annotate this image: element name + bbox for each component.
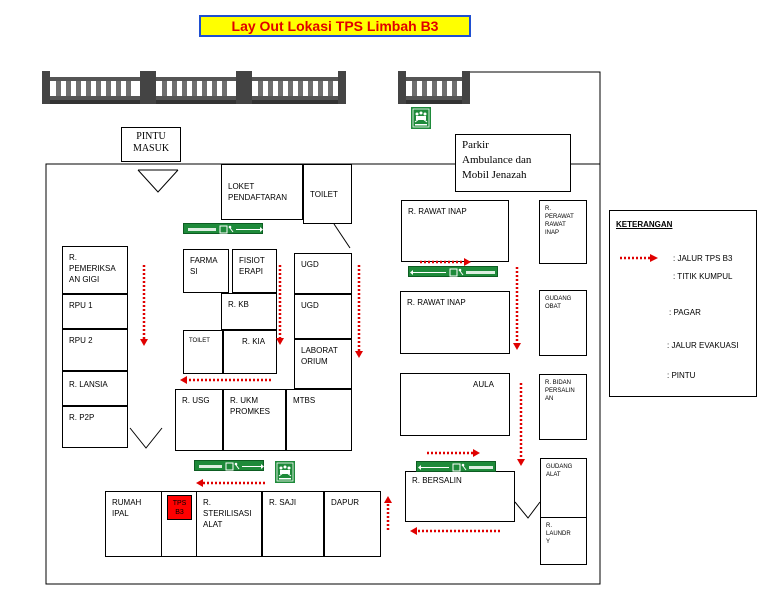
legend-jalur-tps: : JALUR TPS B3 xyxy=(673,254,733,263)
tps-arrow-8 xyxy=(427,449,480,457)
tps-arrow-3 xyxy=(355,265,363,358)
parkir-label: Parkir Ambulance dan Mobil Jenazah xyxy=(455,134,571,192)
fence-segment-2 xyxy=(148,71,244,104)
tps-arrow-1 xyxy=(140,265,148,346)
room-rpu-2: RPU 2 xyxy=(62,329,128,371)
tps-arrow-7 xyxy=(517,383,525,466)
legend-pagar: : PAGAR xyxy=(669,308,701,317)
fence-segment-4 xyxy=(398,71,470,104)
room-perawat-rawat-inap: R. PERAWAT RAWAT INAP xyxy=(539,200,587,264)
room-toilet-small: TOILET xyxy=(183,330,223,374)
room-rawat-inap-1: R. RAWAT INAP xyxy=(401,200,509,262)
room-kb: R. KB xyxy=(221,293,277,330)
room-bidan-persalinan: R. BIDAN PERSALIN AN xyxy=(539,374,587,440)
room-aula: AULA xyxy=(400,373,510,436)
tps-arrow-9 xyxy=(410,527,500,535)
room-mtbs: MTBS xyxy=(286,389,352,451)
room-gudang-obat: GUDANG OBAT xyxy=(539,290,587,356)
pintu-masuk-label: PINTU MASUK xyxy=(121,127,181,162)
evac-sign-2 xyxy=(408,266,498,277)
room-toilet-top: TOILET xyxy=(303,164,352,224)
evac-sign-1 xyxy=(183,223,263,234)
fence-segment-3 xyxy=(244,71,346,104)
room-farmasi: FARMA SI xyxy=(183,249,229,293)
assembly-point-icon-2 xyxy=(275,461,295,483)
room-ukm-promkes: R. UKM PROMKES xyxy=(223,389,286,451)
room-ugd-2: UGD xyxy=(294,294,352,339)
room-gudang-alat: GUDANG ALAT xyxy=(540,458,587,518)
room-p2p: R. P2P xyxy=(62,406,128,448)
tps-arrow-5 xyxy=(420,258,471,266)
room-sterilisasi-alat: R. STERILISASI ALAT xyxy=(196,491,262,557)
legend-titik-kumpul: : TITIK KUMPUL xyxy=(673,272,733,281)
room-usg: R. USG xyxy=(175,389,223,451)
room-lansia: R. LANSIA xyxy=(62,371,128,406)
evac-sign-4 xyxy=(416,461,496,472)
legend-jalur-evakuasi: : JALUR EVAKUASI xyxy=(667,341,739,350)
room-rpu-1: RPU 1 xyxy=(62,294,128,329)
room-rumah-ipal: RUMAH IPAL xyxy=(105,491,162,557)
legend-heading: KETERANGAN xyxy=(616,220,673,229)
legend-box xyxy=(609,210,757,397)
room-laundry: R. LAUNDR Y xyxy=(540,517,587,565)
room-dapur: DAPUR xyxy=(324,491,381,557)
fence-segment-1 xyxy=(42,71,148,104)
room-tps-b3: TPS B3 xyxy=(167,495,192,520)
room-laboratorium: LABORAT ORIUM xyxy=(294,339,352,389)
room-rawat-inap-2: R. RAWAT INAP xyxy=(400,291,510,354)
legend-pintu: : PINTU xyxy=(667,371,696,380)
room-pemeriksaan-gigi: R. PEMERIKSA AN GIGI xyxy=(62,246,128,294)
room-kia: R. KIA xyxy=(223,330,277,374)
tps-arrow-4 xyxy=(180,376,271,384)
tps-arrow-6 xyxy=(513,267,521,350)
assembly-point-icon-1 xyxy=(411,107,431,129)
room-fisioterapi: FISIOT ERAPI xyxy=(232,249,277,293)
tps-arrow-2 xyxy=(276,265,284,345)
room-saji: R. SAJI xyxy=(262,491,324,557)
room-loket: LOKET PENDAFTARAN xyxy=(221,164,303,220)
tps-arrow-11 xyxy=(196,479,265,487)
evac-sign-3 xyxy=(194,460,264,471)
room-bersalin: R. BERSALIN xyxy=(405,471,515,522)
room-ugd-1: UGD xyxy=(294,253,352,294)
tps-arrow-10 xyxy=(384,496,392,530)
page-title: Lay Out Lokasi TPS Limbah B3 xyxy=(199,15,471,37)
